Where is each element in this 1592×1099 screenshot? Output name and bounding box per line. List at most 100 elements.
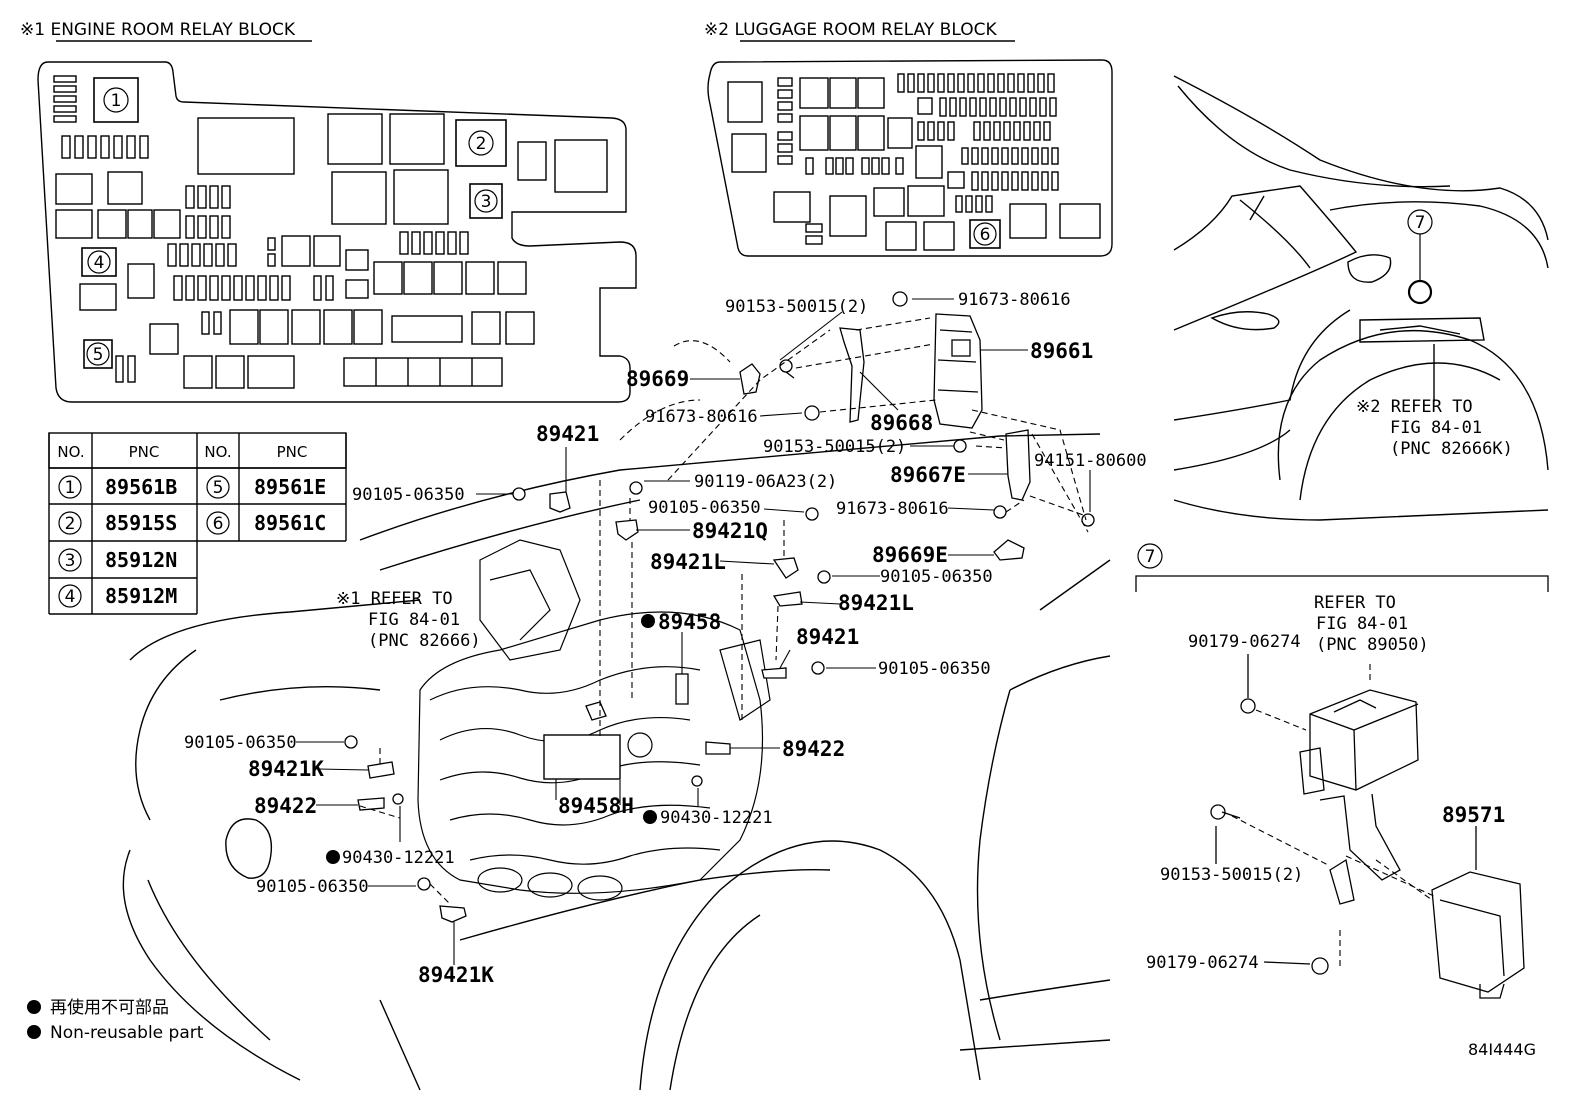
relay-marker-5: 5	[83, 339, 113, 369]
relay-marker-2: 2	[455, 119, 507, 167]
svg-text:7: 7	[1145, 547, 1156, 567]
detail-7-box: 7 REFER TO FIG 84-01 (PNC 89050) 90179-0…	[1135, 543, 1549, 999]
svg-text:(PNC 82666K): (PNC 82666K)	[1390, 439, 1513, 459]
svg-text:2: 2	[65, 514, 76, 534]
engine-assembly	[417, 539, 771, 901]
label-89421: 89421	[536, 422, 599, 446]
svg-text:3: 3	[481, 192, 492, 212]
label-89458: 89458	[658, 610, 721, 634]
table-row: 3 85912N	[58, 548, 177, 572]
label-89458H: 89458H	[558, 794, 634, 818]
luggage-relay-block	[707, 59, 1113, 257]
svg-text:FIG 84-01: FIG 84-01	[1390, 418, 1482, 438]
svg-text:89561E: 89561E	[254, 475, 326, 499]
label-94151-80600: 94151-80600	[1034, 451, 1147, 471]
label-91673-80616: 91673-80616	[645, 407, 758, 427]
car-rear-outline	[1173, 75, 1549, 521]
label-90179-06274: 90179-06274	[1188, 632, 1301, 652]
label-90105-06350: 90105-06350	[352, 485, 465, 505]
label-90179-06274: 90179-06274	[1146, 953, 1259, 973]
label-89421: 89421	[796, 625, 859, 649]
svg-text:85912N: 85912N	[105, 548, 177, 572]
label-90105-06350: 90105-06350	[256, 877, 369, 897]
label-90105-06350: 90105-06350	[880, 567, 993, 587]
label-90153-50015: 90153-50015(2)	[725, 297, 868, 317]
marker-7-car: 7	[1407, 209, 1433, 305]
label-89661: 89661	[1030, 339, 1093, 363]
table-header-no-2: NO.	[204, 443, 231, 461]
label-89421L: 89421L	[838, 591, 914, 615]
svg-text:FIG 84-01: FIG 84-01	[368, 610, 460, 630]
table-header-no: NO.	[57, 443, 84, 461]
svg-text:6: 6	[213, 514, 224, 534]
luggage-relay-block-heading: ※2 LUGGAGE ROOM RELAY BLOCK	[704, 20, 997, 40]
svg-text:89561B: 89561B	[105, 475, 177, 499]
label-89421Q: 89421Q	[692, 519, 768, 543]
bullet-icon	[27, 1000, 41, 1014]
label-90153-50015: 90153-50015(2)	[1160, 865, 1303, 885]
svg-text:※1 REFER TO: ※1 REFER TO	[336, 589, 453, 609]
svg-text:2: 2	[476, 134, 487, 154]
label-90119-06A23: 90119-06A23(2)	[694, 472, 837, 492]
label-89668: 89668	[870, 411, 933, 435]
legend: 再使用不可部品 Non-reusable part	[27, 997, 204, 1043]
svg-text:6: 6	[980, 225, 991, 245]
label-90430-12221: 90430-12221	[660, 808, 773, 828]
label-90430-12221: 90430-12221	[342, 848, 455, 868]
dashed-lines	[359, 317, 1089, 905]
svg-text:89561C: 89561C	[254, 511, 326, 535]
svg-text:(PNC 89050): (PNC 89050)	[1316, 635, 1429, 655]
label-89669E: 89669E	[872, 543, 948, 567]
leader-lines	[296, 298, 1091, 965]
svg-text:3: 3	[65, 551, 76, 571]
svg-text:4: 4	[65, 587, 76, 607]
legend-english: Non-reusable part	[50, 1023, 204, 1043]
svg-text:(PNC 82666): (PNC 82666)	[368, 631, 481, 651]
table-row: 1 89561B 5 89561E	[58, 475, 326, 499]
relay-marker-4: 4	[81, 247, 117, 277]
label-89421K: 89421K	[418, 963, 494, 987]
label-89421L: 89421L	[650, 550, 726, 574]
bracket-89669E	[993, 539, 1025, 561]
label-89571: 89571	[1442, 803, 1505, 827]
svg-text:85915S: 85915S	[105, 511, 177, 535]
svg-text:FIG 84-01: FIG 84-01	[1316, 614, 1408, 634]
label-91673-80616: 91673-80616	[958, 290, 1071, 310]
label-89669: 89669	[626, 367, 689, 391]
table-row: 4 85912M	[58, 584, 177, 608]
table-header-pnc: PNC	[129, 443, 160, 461]
svg-text:85912M: 85912M	[105, 584, 177, 608]
label-90105-06350: 90105-06350	[648, 498, 761, 518]
svg-text:※2 REFER TO: ※2 REFER TO	[1356, 397, 1473, 417]
grommet-icon	[1407, 279, 1433, 305]
table-header-pnc-2: PNC	[277, 443, 308, 461]
svg-text:1: 1	[111, 91, 122, 111]
svg-text:5: 5	[93, 345, 104, 365]
label-90105-06350: 90105-06350	[184, 733, 297, 753]
refer-note-1: ※1 REFER TO FIG 84-01 (PNC 82666)	[336, 589, 481, 651]
engine-relay-block-heading: ※1 ENGINE ROOM RELAY BLOCK	[20, 20, 296, 40]
svg-text:1: 1	[65, 478, 76, 498]
engine-relay-block	[37, 61, 637, 403]
label-89422: 89422	[782, 737, 845, 761]
bracket-89667E	[1005, 429, 1031, 501]
label-89667E: 89667E	[890, 463, 966, 487]
svg-text:7: 7	[1415, 213, 1426, 233]
svg-text:REFER TO: REFER TO	[1314, 593, 1396, 613]
legend-japanese: 再使用不可部品	[50, 997, 169, 1018]
relay-marker-1: 1	[93, 77, 139, 123]
non-reusable-dots	[326, 614, 657, 864]
part-labels: 90153-50015(2) 91673-80616 89661 89669 9…	[184, 290, 1147, 987]
car-front-outline	[122, 433, 1111, 1091]
diagram-code: 84I444G	[1468, 1040, 1536, 1059]
label-90105-06350: 90105-06350	[878, 659, 991, 679]
refer-note-2: ※2 REFER TO FIG 84-01 (PNC 82666K)	[1356, 397, 1513, 459]
label-91673-80616: 91673-80616	[836, 499, 949, 519]
relay-marker-3: 3	[469, 183, 503, 219]
bullet-icon	[27, 1025, 41, 1039]
label-89422: 89422	[254, 794, 317, 818]
svg-text:5: 5	[213, 478, 224, 498]
svg-text:4: 4	[94, 253, 105, 273]
relay-marker-6: 6	[969, 219, 1001, 249]
